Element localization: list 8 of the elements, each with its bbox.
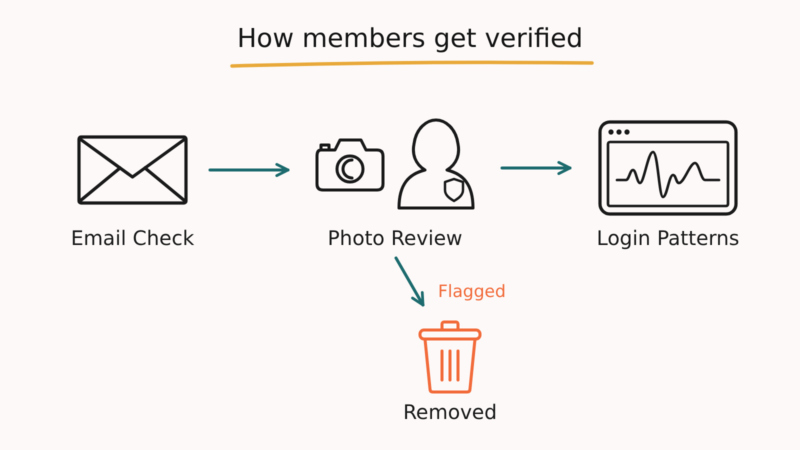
diagram-title: How members get verified: [237, 24, 583, 54]
arrow: [208, 163, 290, 177]
step-label: Login Patterns: [596, 225, 740, 251]
step-label: Photo Review: [328, 225, 462, 251]
arrow: [500, 161, 572, 175]
step-label: Removed: [403, 399, 497, 425]
step-label: Email Check: [70, 225, 194, 251]
arrow: [394, 256, 424, 306]
